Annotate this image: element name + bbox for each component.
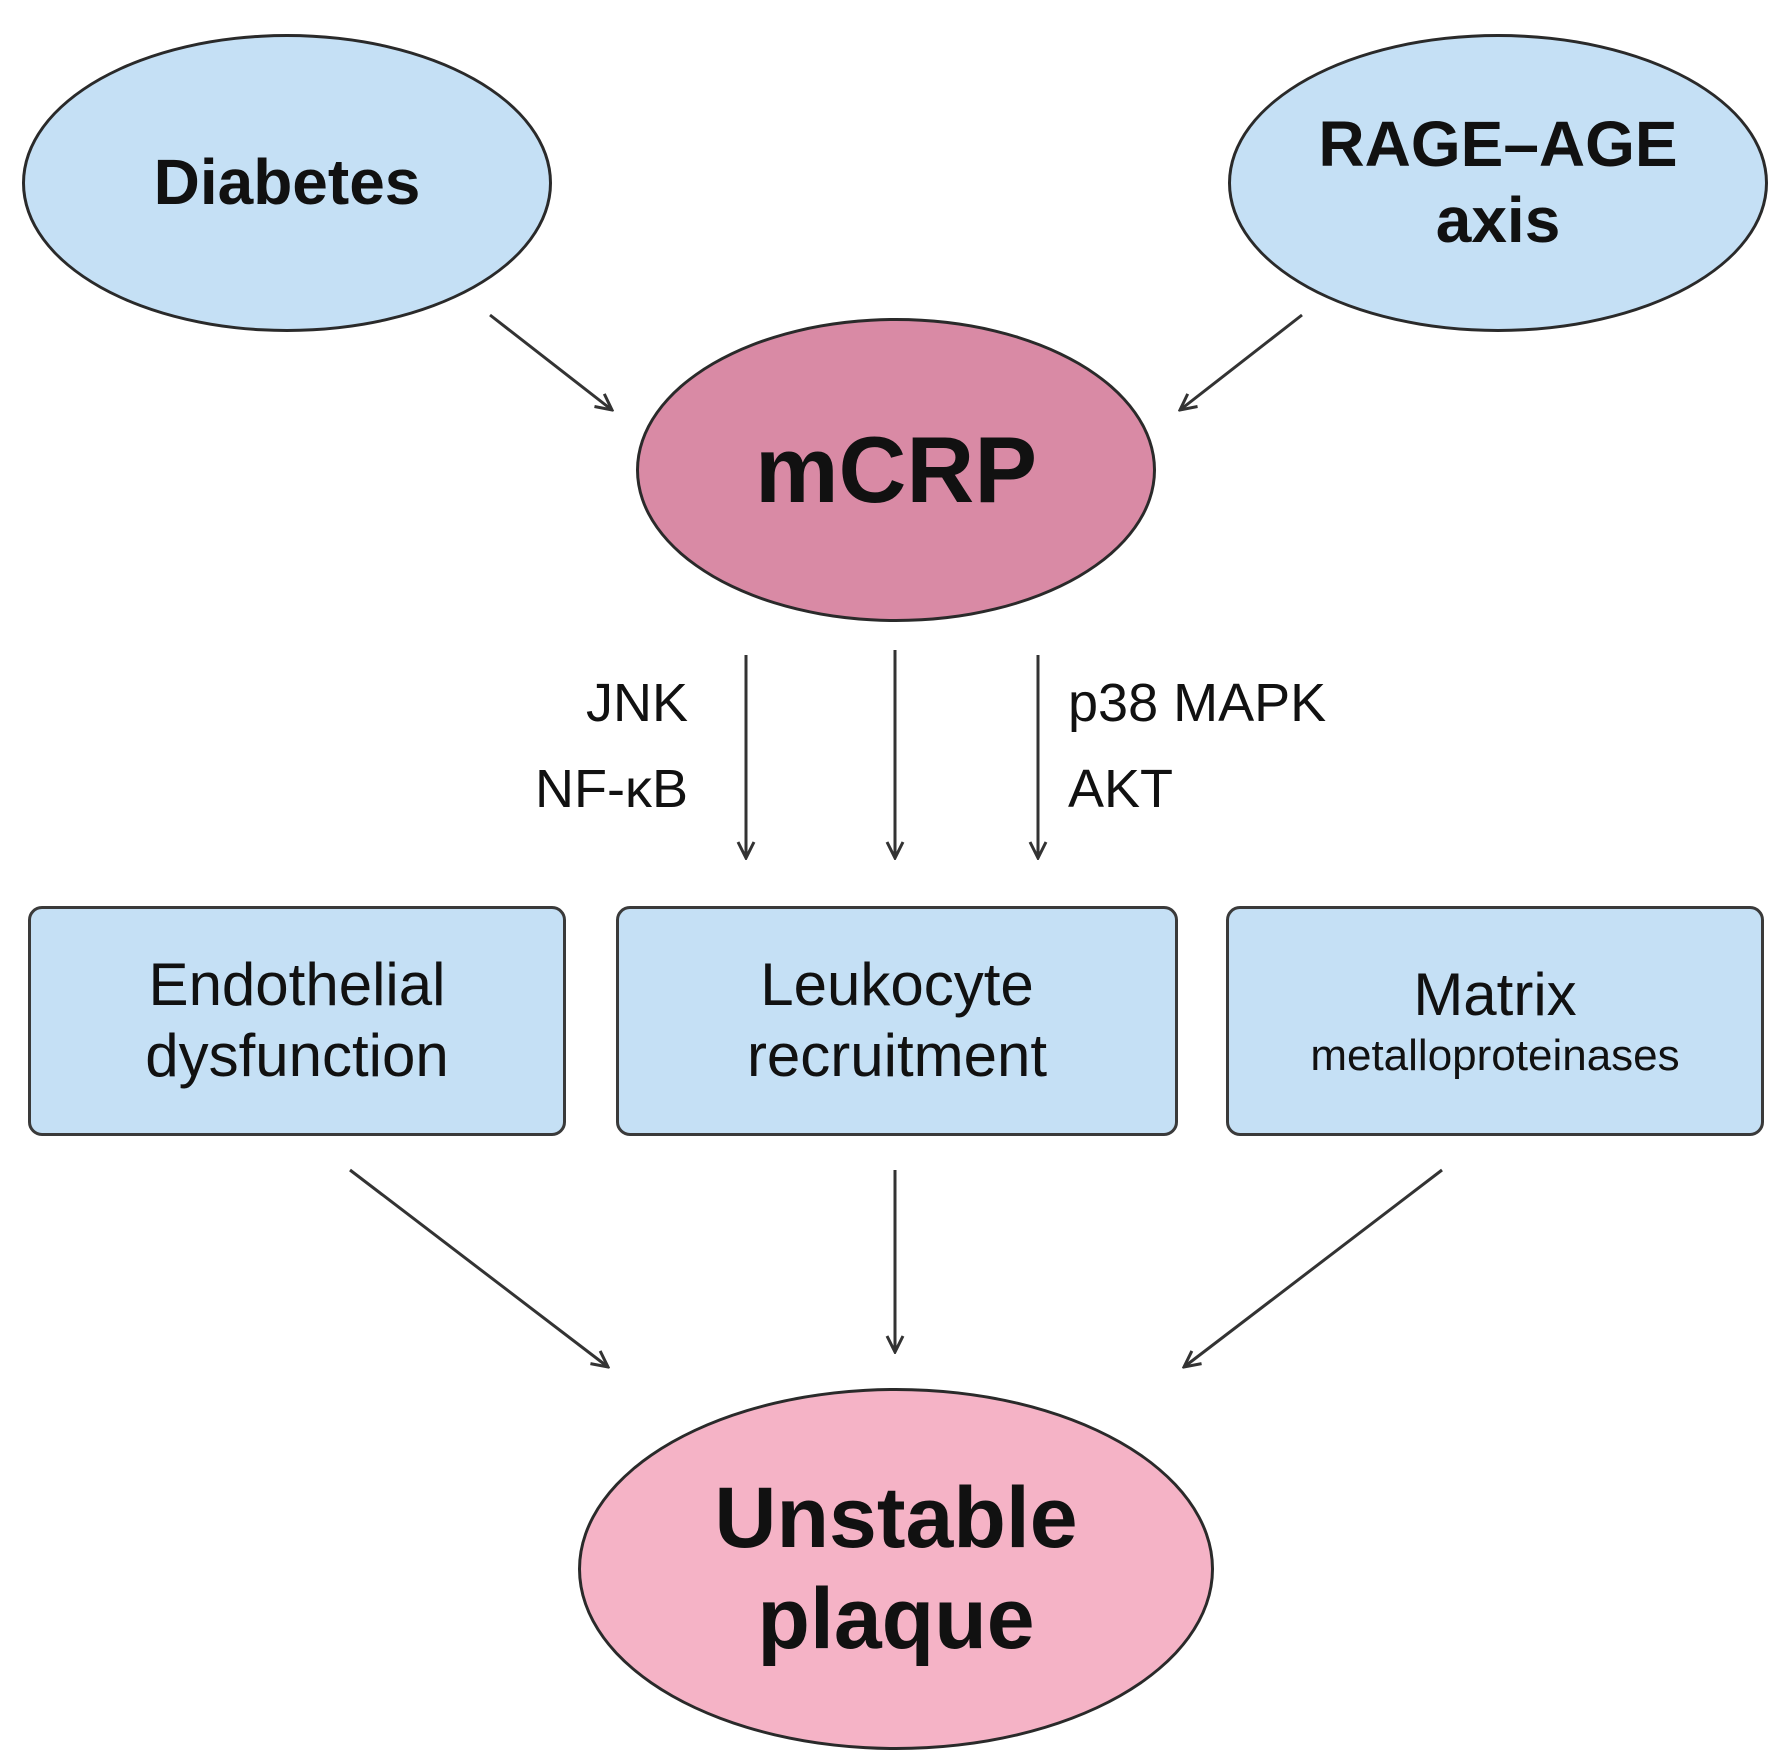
akt-label: AKT	[1068, 759, 1174, 820]
endothelial-label-line1: Endothelial	[148, 951, 446, 1019]
diabetes-node: Diabetes	[22, 34, 552, 332]
diabetes-label: Diabetes	[153, 146, 421, 219]
right-pathway-labels: p38 MAPK AKT	[1068, 660, 1326, 833]
leukocyte-box: Leukocyte recruitment	[616, 906, 1178, 1136]
arrow-matrix-to-plaque	[1184, 1168, 1443, 1367]
arrow-endothelial-to-plaque	[349, 1168, 608, 1367]
matrix-label-line2: metalloproteinases	[1310, 1031, 1680, 1081]
unstable-label-line2: plaque	[757, 1571, 1035, 1667]
leukocyte-label-line2: recruitment	[746, 1022, 1048, 1089]
endothelial-label-line2: dysfunction	[145, 1022, 449, 1089]
unstable-plaque-node: Unstable plaque	[578, 1388, 1214, 1750]
nfkb-label: NF-κB	[535, 759, 688, 820]
arrow-diabetes-to-mcrp	[489, 313, 612, 410]
mcrp-label: mCRP	[754, 416, 1038, 522]
rage-age-label-line1: RAGE–AGE	[1318, 108, 1678, 181]
jnk-label: JNK	[585, 673, 688, 733]
mcrp-node: mCRP	[636, 318, 1156, 622]
matrix-box: Matrix metalloproteinases	[1226, 906, 1764, 1136]
unstable-label-line1: Unstable	[714, 1469, 1078, 1566]
endothelial-box: Endothelial dysfunction	[28, 906, 566, 1136]
leukocyte-label-line1: Leukocyte	[760, 951, 1034, 1019]
rage-age-label-line2: axis	[1435, 184, 1561, 256]
arrow-rage-to-mcrp	[1180, 313, 1303, 410]
left-pathway-labels: JNK NF-κB	[535, 660, 688, 833]
p38-mapk-label: p38 MAPK	[1068, 673, 1327, 733]
matrix-label-line1: Matrix	[1413, 960, 1577, 1028]
rage-age-node: RAGE–AGE axis	[1228, 34, 1768, 332]
